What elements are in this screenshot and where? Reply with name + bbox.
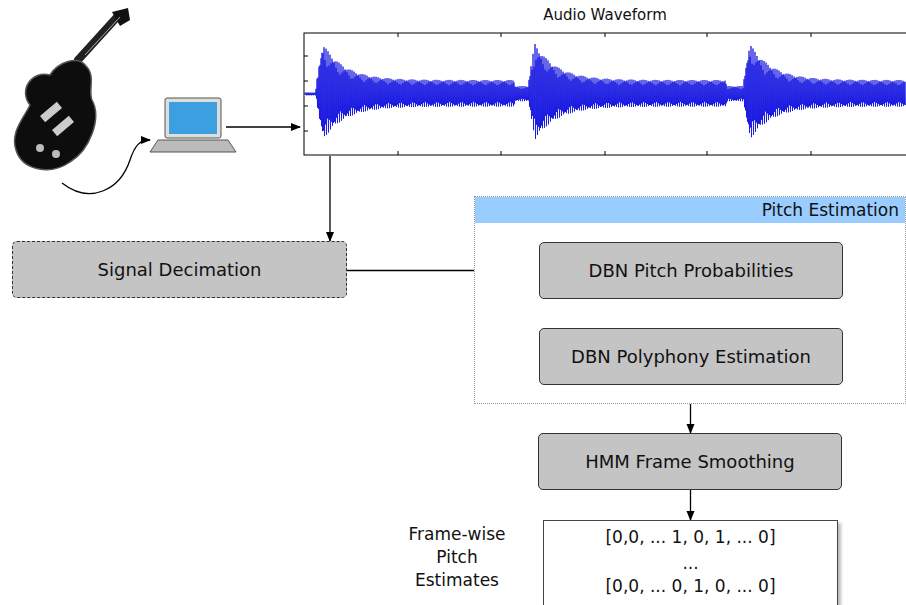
input-arrow <box>226 126 300 127</box>
group-band: Pitch EstimationDBN Pitch ProbabilitiesD… <box>474 196 906 404</box>
waveform-plot: Audio Waveform <box>303 6 906 156</box>
output-row: [0,0, ... 1, 0, 1, ... 0] <box>544 527 837 547</box>
flow-arrow <box>690 490 691 520</box>
guitar-icon <box>15 8 130 170</box>
process-box: DBN Polyphony Estimation <box>539 328 843 385</box>
plot-title: Audio Waveform <box>303 6 906 24</box>
box-label: HMM Frame Smoothing <box>585 451 794 472</box>
band-heading: Pitch Estimation <box>762 200 899 220</box>
output-box: Frame-wise Pitch Estimates[0,0, ... 1, 0… <box>543 520 838 605</box>
box-label: DBN Pitch Probabilities <box>589 260 794 281</box>
box-label: DBN Polyphony Estimation <box>571 346 811 367</box>
output-row: ... <box>544 553 837 573</box>
laptop-icon <box>150 98 236 152</box>
process-box: HMM Frame Smoothing <box>538 433 842 490</box>
band-header: Pitch Estimation <box>475 197 905 223</box>
process-box: Signal Decimation <box>12 241 347 298</box>
output-row: [0,0, ... 0, 1, 0, ... 0] <box>544 576 837 596</box>
cable-line <box>62 140 150 193</box>
process-box: DBN Pitch Probabilities <box>539 242 843 299</box>
output-heading: Frame-wise Pitch Estimates <box>392 523 522 592</box>
box-label: Signal Decimation <box>98 259 262 280</box>
waveform-graph <box>303 6 906 156</box>
flow-arrow <box>329 156 330 241</box>
